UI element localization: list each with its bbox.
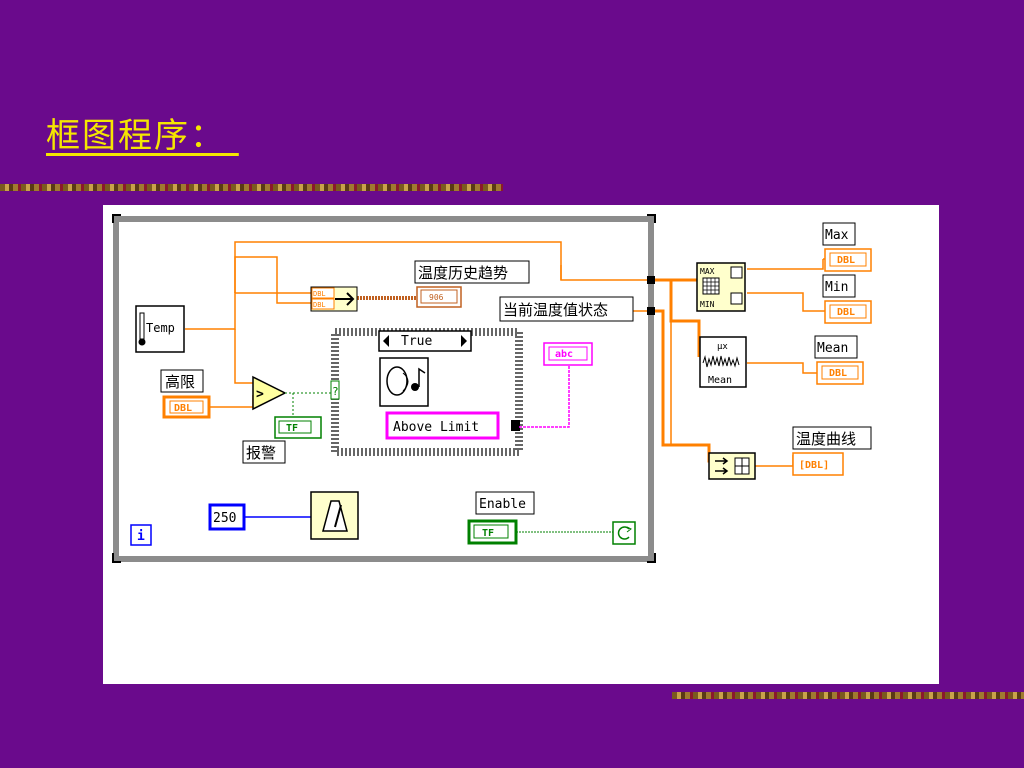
bundle-dbl-2: DBL — [313, 301, 326, 309]
mean-dbl: DBL — [829, 368, 847, 379]
max-indicator[interactable]: Max DBL — [822, 222, 872, 272]
alarm-tf: TF — [286, 423, 298, 434]
bundle-dbl-1: DBL — [313, 290, 326, 298]
string-constant-text: abc — [555, 349, 573, 360]
mu-icon-text: μx — [717, 342, 728, 352]
alarm-indicator[interactable]: TF — [274, 416, 322, 439]
case-string-tunnel — [511, 420, 520, 431]
tunnel-status — [647, 307, 655, 315]
tunnel-history — [647, 276, 655, 284]
enable-label-box: Enable — [475, 491, 535, 515]
temp-terminal[interactable]: Temp — [135, 305, 185, 353]
svg-text:>: > — [256, 387, 264, 402]
temp-label: Temp — [146, 321, 175, 335]
current-status-label: 当前温度值状态 — [503, 301, 608, 319]
case-next-arrow-icon[interactable] — [461, 335, 467, 347]
thermometer-icon — [138, 338, 146, 346]
build-array-node[interactable] — [708, 452, 756, 480]
mean-icon-text: Mean — [708, 375, 732, 386]
high-limit-control[interactable]: 高限 DBL — [160, 369, 211, 419]
case-selector-terminal — [330, 380, 340, 400]
slide-title: 框图程序： — [46, 116, 239, 156]
temp-curve-indicator[interactable]: 温度曲线 [DBL] — [792, 426, 872, 476]
wait-ms-constant[interactable]: 250 — [208, 503, 246, 531]
string-constant[interactable]: abc — [543, 342, 593, 366]
svg-text:?: ? — [332, 385, 339, 398]
max-min-node[interactable]: MAX MIN — [696, 262, 746, 312]
loop-index-terminal: i — [130, 524, 152, 546]
decorative-bar-top — [0, 184, 503, 191]
alarm-label: 报警 — [246, 444, 276, 462]
wait-ms-value: 250 — [213, 511, 236, 526]
chart-icon-text: 906 — [429, 293, 444, 302]
string-wire — [519, 365, 570, 428]
temp-curve-dbl-array: [DBL] — [799, 460, 829, 471]
loop-index-label: i — [137, 529, 145, 544]
wait-timer-node[interactable] — [310, 491, 359, 540]
signal-icon — [702, 355, 740, 368]
temp-history-label: 温度历史趋势 — [418, 264, 508, 282]
high-limit-dbl: DBL — [174, 403, 192, 414]
loop-repeat-icon — [617, 526, 630, 540]
above-limit-string: Above Limit — [393, 420, 479, 435]
decorative-bar-bottom — [672, 692, 1024, 699]
beep-icon — [379, 357, 429, 407]
high-limit-label: 高限 — [165, 373, 195, 391]
case-structure[interactable]: True ? Above Limit — [330, 328, 523, 456]
bundle-node[interactable]: DBL DBL — [310, 286, 358, 312]
temp-curve-label: 温度曲线 — [796, 430, 856, 448]
mean-indicator[interactable]: Mean DBL — [814, 335, 864, 385]
bundle-arrow-icon — [335, 292, 355, 306]
current-status-indicator[interactable]: 当前温度值状态 — [499, 296, 634, 322]
max-icon-text: MAX — [700, 267, 715, 276]
max-dbl: DBL — [837, 255, 855, 266]
alarm-label-box: 报警 — [242, 440, 286, 464]
case-selector-label[interactable]: True — [401, 334, 432, 349]
min-indicator[interactable]: Min DBL — [822, 274, 872, 324]
case-prev-arrow-icon[interactable] — [383, 335, 389, 347]
mean-node[interactable]: μx Mean — [699, 336, 747, 388]
build-array-arrow-icon — [715, 457, 729, 475]
greater-than-comparator[interactable]: > — [252, 375, 287, 411]
enable-tf: TF — [482, 528, 494, 539]
while-loop-frame[interactable] — [112, 214, 656, 563]
temp-history-chart[interactable]: 温度历史趋势 906 — [414, 260, 530, 308]
block-diagram: Temp 高限 DBL > TF 报警 DBL DBL 温度历史趋势 — [112, 214, 872, 563]
max-label: Max — [825, 228, 849, 243]
min-dbl: DBL — [837, 307, 855, 318]
dbl-wires — [185, 241, 647, 408]
enable-label: Enable — [479, 497, 526, 512]
min-icon-text: MIN — [700, 300, 715, 309]
min-label: Min — [825, 280, 848, 295]
block-diagram-canvas: Temp 高限 DBL > TF 报警 DBL DBL 温度历史趋势 — [103, 205, 939, 684]
mean-label: Mean — [817, 341, 848, 356]
enable-control[interactable]: TF — [467, 519, 518, 545]
loop-condition-terminal[interactable] — [612, 521, 636, 545]
